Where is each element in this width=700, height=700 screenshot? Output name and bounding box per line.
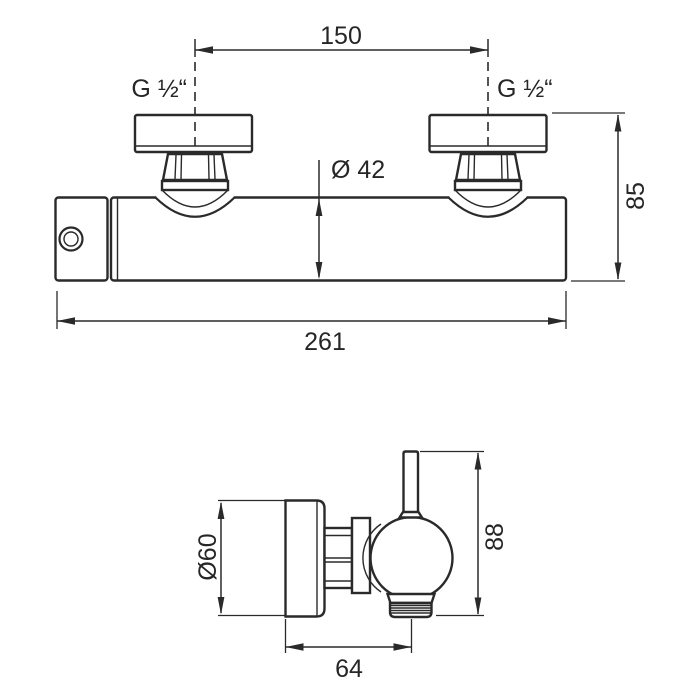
front-view: 150 G ½“ G ½“ Ø 42 85 261	[54, 22, 650, 356]
side-body	[284, 450, 454, 619]
valve-body-circle	[369, 515, 454, 601]
right-collar	[453, 179, 523, 192]
outlet-thread-hatching	[390, 604, 431, 614]
cap-hole-inner	[63, 231, 79, 247]
dim-88-arrow-up	[474, 452, 482, 470]
dim-85-arrow-up	[614, 114, 622, 132]
outlet-collar	[385, 592, 437, 605]
right-elbow-mask	[449, 189, 527, 217]
left-elbow-inner-arc	[161, 189, 229, 208]
left-collar	[160, 179, 230, 192]
side-view: Ø60 88 64	[194, 450, 509, 683]
valve-body-inner-arc	[362, 523, 382, 593]
body-bar	[109, 196, 568, 282]
dim-261-label: 261	[304, 328, 346, 356]
left-nut-facet-3	[207, 154, 210, 180]
right-nut-facet-2	[473, 154, 476, 180]
dim-150-label: 150	[320, 22, 362, 50]
right-inlet-assembly	[428, 39, 548, 218]
thread-label-right: G ½“	[497, 75, 553, 103]
dim-85-label: 85	[622, 182, 650, 210]
left-nut-facet-4	[213, 154, 216, 180]
dim-261-arrow-right	[548, 317, 566, 325]
mixer-body	[54, 196, 568, 282]
dim-length-261: 261	[56, 291, 567, 356]
left-nut-facet-2	[180, 154, 183, 180]
dim-150-arrow-left	[195, 46, 213, 54]
right-nut-facet-4	[506, 154, 509, 180]
dim-88-arrow-down	[474, 597, 482, 615]
dim-height-88: 88	[420, 450, 509, 617]
riser-pipe	[402, 450, 420, 514]
right-elbow-inner-arc	[454, 189, 522, 208]
dim-depth-64: 64	[284, 619, 413, 683]
thread-label-left: G ½“	[131, 75, 187, 103]
dim-60-arrow-up	[217, 501, 225, 519]
left-hex-nut	[161, 152, 229, 182]
dim-flange-diameter: Ø60	[194, 499, 285, 617]
right-hex-nut	[454, 152, 522, 182]
side-flange	[284, 499, 326, 618]
dim-42-arrow-up	[315, 198, 323, 216]
dim-261-arrow-left	[57, 317, 75, 325]
left-escutcheon	[133, 113, 254, 154]
dim-64-label: 64	[335, 655, 363, 683]
dim-60-arrow-down	[217, 597, 225, 615]
left-elbow-mask	[156, 189, 234, 217]
dim-88-label: 88	[481, 523, 509, 551]
dim-64-arrow-left	[285, 643, 304, 651]
dim-85-arrow-down	[614, 262, 622, 280]
dim-center-distance: 150	[195, 22, 488, 54]
right-nut-facet-3	[500, 154, 503, 180]
dim-height-85: 85	[552, 112, 650, 282]
dim-64-arrow-right	[393, 643, 412, 651]
cap-hole-outer	[58, 226, 84, 252]
left-elbow-outer-arc	[154, 196, 236, 218]
left-inlet-assembly	[133, 39, 254, 218]
dim-42-label: Ø 42	[331, 156, 385, 184]
dim-body-diameter: Ø 42	[315, 156, 385, 280]
dim-42-arrow-down	[315, 262, 323, 280]
right-nut-facet-1	[467, 154, 470, 180]
left-nut-facet-1	[174, 154, 177, 180]
dim-60-label: Ø60	[194, 533, 222, 580]
right-elbow-outer-arc	[447, 196, 529, 218]
dim-150-arrow-right	[470, 46, 488, 54]
side-valve-connector	[350, 516, 372, 595]
